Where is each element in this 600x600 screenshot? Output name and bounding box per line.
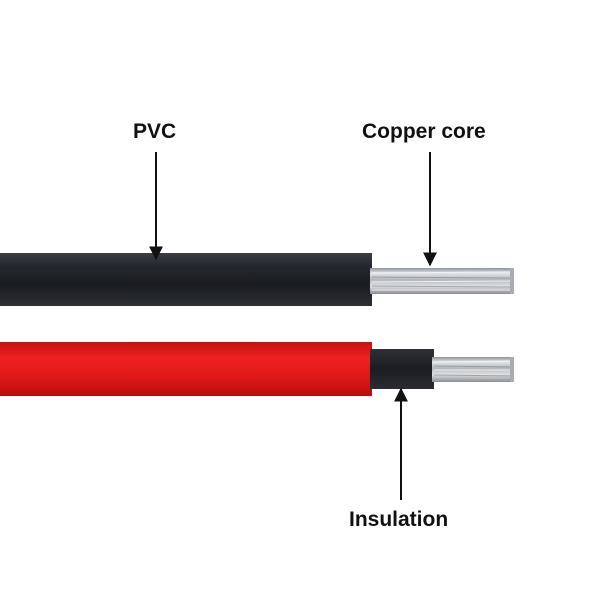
- black-cable: [0, 253, 515, 306]
- copper-core-top: [370, 268, 515, 294]
- copper-core-bottom: [432, 357, 515, 382]
- red-cable: [0, 342, 515, 396]
- insulation-layer: [370, 349, 434, 389]
- red-sheath: [0, 342, 372, 396]
- pvc-label: PVC: [133, 120, 177, 143]
- copper-core-label: Copper core: [362, 120, 486, 143]
- pvc-sheath: [0, 253, 372, 306]
- insulation-label: Insulation: [349, 508, 449, 531]
